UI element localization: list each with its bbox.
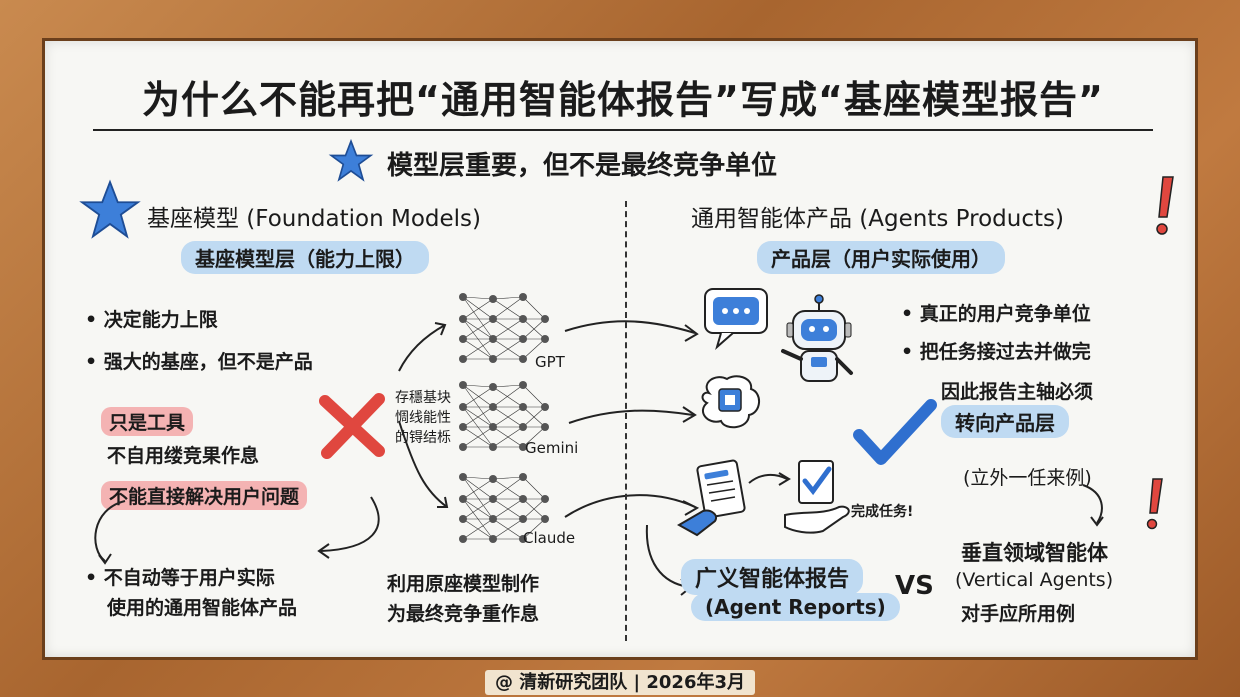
right-bullet-2: • 把任务接过去并做完 bbox=[901, 341, 1091, 363]
flow-arrows-icon bbox=[398, 320, 700, 518]
center-note-line3: 的锝结栎 bbox=[395, 430, 451, 446]
whiteboard: 为什么不能再把“通用智能体报告”写成“基座模型报告” 模型层重要，但不是最终竞争… bbox=[42, 38, 1198, 660]
bullet-text: 不自动等于用户实际 bbox=[103, 567, 275, 589]
tool-note: 不自用缕竞果作息 bbox=[107, 445, 260, 467]
agents-products-heading: 通用智能体产品 (Agents Products) bbox=[691, 206, 1064, 232]
footer-text: @ 清新研究团队 | 2026年3月 bbox=[485, 670, 755, 695]
foundation-layer-pill: 基座模型层（能力上限） bbox=[181, 241, 429, 274]
neural-network-icon bbox=[459, 381, 549, 451]
vs-label: VS bbox=[895, 571, 934, 601]
bullet-text: 真正的用户竞争单位 bbox=[919, 303, 1091, 325]
left-bottom-bullet-cont: 使用的通用智能体产品 bbox=[107, 597, 298, 619]
title-underline bbox=[93, 129, 1153, 131]
right-bullet-1: • 真正的用户竞争单位 bbox=[901, 303, 1091, 325]
example-note: (立外一任来例) bbox=[963, 467, 1092, 489]
arrow-icon bbox=[748, 472, 791, 486]
brain-chip-icon bbox=[701, 375, 760, 429]
task-done-label: 完成任务! bbox=[851, 504, 914, 520]
bullet-text: 强大的基座，但不是产品 bbox=[103, 351, 313, 373]
star-icon bbox=[328, 138, 374, 182]
document-hand-icon bbox=[676, 459, 746, 537]
subtitle: 模型层重要，但不是最终竞争单位 bbox=[387, 151, 778, 181]
chat-bubble-icon bbox=[704, 288, 768, 350]
exclamation-icon bbox=[1156, 176, 1174, 235]
star-icon bbox=[79, 179, 141, 239]
model-label-gemini: Gemini bbox=[525, 439, 579, 457]
footer: @ 清新研究团队 | 2026年3月 bbox=[0, 668, 1240, 695]
task-complete-icon bbox=[784, 460, 850, 534]
center-note-line1: 存穩基块 bbox=[395, 390, 451, 406]
checkmark-icon bbox=[853, 399, 937, 465]
column-divider bbox=[625, 201, 627, 641]
bullet-text: 把任务接过去并做完 bbox=[919, 341, 1091, 363]
page-title: 为什么不能再把“通用智能体报告”写成“基座模型报告” bbox=[142, 78, 1104, 122]
model-label-claude: Claude bbox=[523, 529, 576, 547]
neural-network-icon bbox=[459, 293, 549, 363]
exclamation-icon bbox=[1146, 478, 1163, 530]
model-label-gpt: GPT bbox=[535, 353, 565, 371]
robot-icon bbox=[781, 294, 853, 382]
conclusion-line1: 因此报告主轴必须 bbox=[941, 381, 1094, 403]
cross-icon bbox=[319, 393, 385, 459]
tool-tag: 只是工具 bbox=[101, 407, 194, 436]
left-bullet-2: • 强大的基座，但不是产品 bbox=[85, 351, 313, 373]
agent-reports-title: 广义智能体报告 bbox=[681, 559, 864, 595]
center-note-line2: 惆线能性 bbox=[395, 410, 451, 426]
agent-reports-subtitle: (Agent Reports) bbox=[691, 593, 900, 621]
conclusion-tag: 转向产品层 bbox=[941, 405, 1069, 438]
curved-arrow-icon bbox=[94, 496, 380, 565]
arrow-down-icon bbox=[1082, 484, 1104, 527]
product-layer-pill: 产品层（用户实际使用） bbox=[757, 241, 1005, 274]
foundation-models-heading: 基座模型 (Foundation Models) bbox=[147, 206, 481, 232]
vertical-agents-note: 对手应所用例 bbox=[961, 603, 1076, 625]
bullet-text: 决定能力上限 bbox=[103, 309, 218, 331]
problem-tag: 不能直接解决用户问题 bbox=[101, 481, 308, 510]
left-bottom-bullet: • 不自动等于用户实际 bbox=[85, 567, 275, 589]
vertical-agents-title: 垂直领域智能体 bbox=[961, 541, 1108, 565]
vertical-agents-subtitle: (Vertical Agents) bbox=[955, 569, 1114, 591]
center-bottom-line1: 利用原座模型制作 bbox=[387, 573, 540, 595]
left-bullet-1: • 决定能力上限 bbox=[85, 309, 218, 331]
neural-network-icon bbox=[459, 473, 549, 543]
center-bottom-line2: 为最终竞争重作息 bbox=[387, 603, 540, 625]
